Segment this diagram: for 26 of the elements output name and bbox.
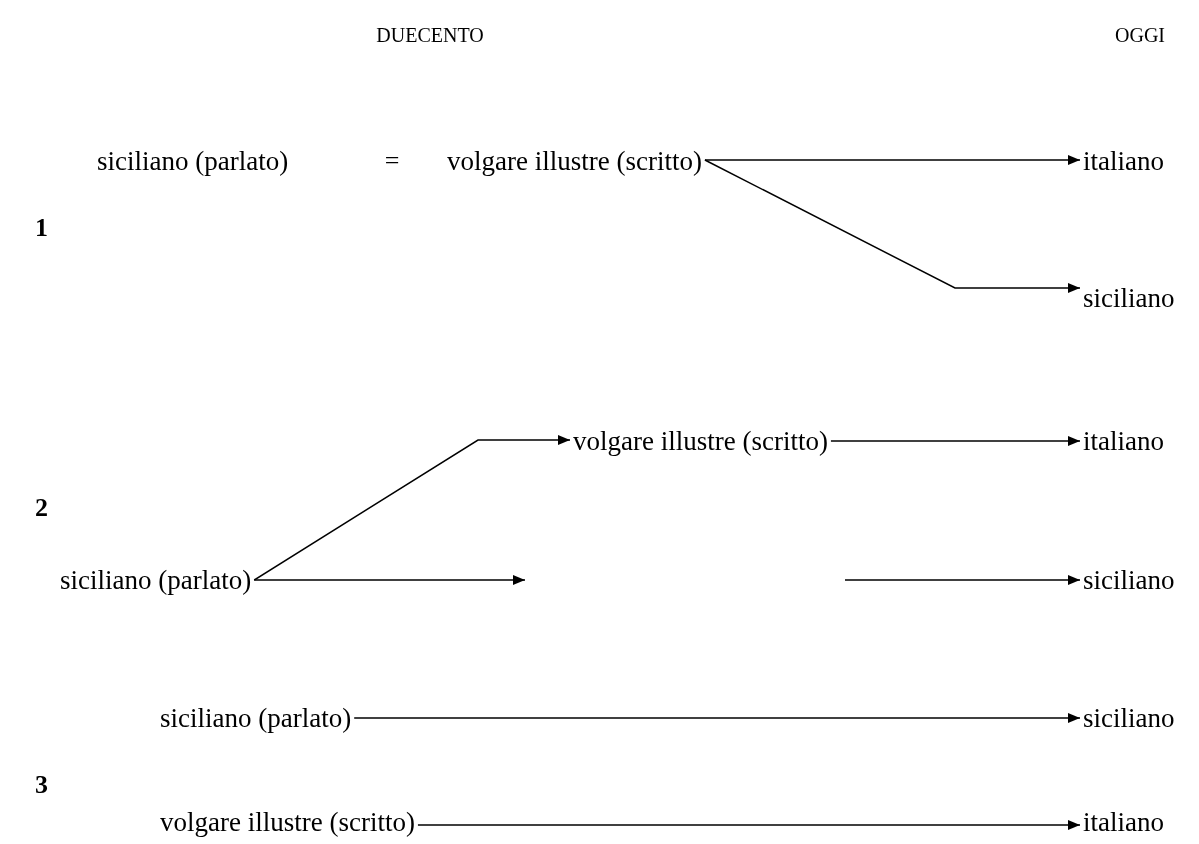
row-number: 2 (35, 493, 48, 523)
column-heading: DUECENTO (376, 23, 484, 48)
column-heading: OGGI (1115, 23, 1165, 48)
equals-sign: = (384, 146, 400, 176)
language-label: volgare illustre (scritto) (160, 807, 415, 837)
language-label: italiano (1083, 426, 1164, 456)
language-label: siciliano (parlato) (60, 565, 252, 595)
row-number: 1 (35, 213, 48, 243)
arrow (704, 159, 1081, 293)
arrow (830, 436, 1081, 446)
language-label: siciliano (parlato) (97, 146, 289, 176)
language-label: siciliano (parlato) (160, 703, 352, 733)
language-label: italiano (1083, 807, 1164, 837)
language-label: volgare illustre (scritto) (573, 426, 828, 456)
arrow (844, 575, 1081, 585)
language-label: italiano (1083, 146, 1164, 176)
arrow (353, 713, 1081, 723)
language-label: siciliano (1083, 283, 1175, 313)
arrow (704, 155, 1081, 165)
language-label: siciliano (1083, 703, 1175, 733)
arrow (417, 820, 1081, 830)
language-label: volgare illustre (scritto) (447, 146, 702, 176)
row-number: 3 (35, 770, 48, 800)
arrow (253, 435, 571, 581)
language-label: siciliano (1083, 565, 1175, 595)
arrow (253, 575, 526, 585)
